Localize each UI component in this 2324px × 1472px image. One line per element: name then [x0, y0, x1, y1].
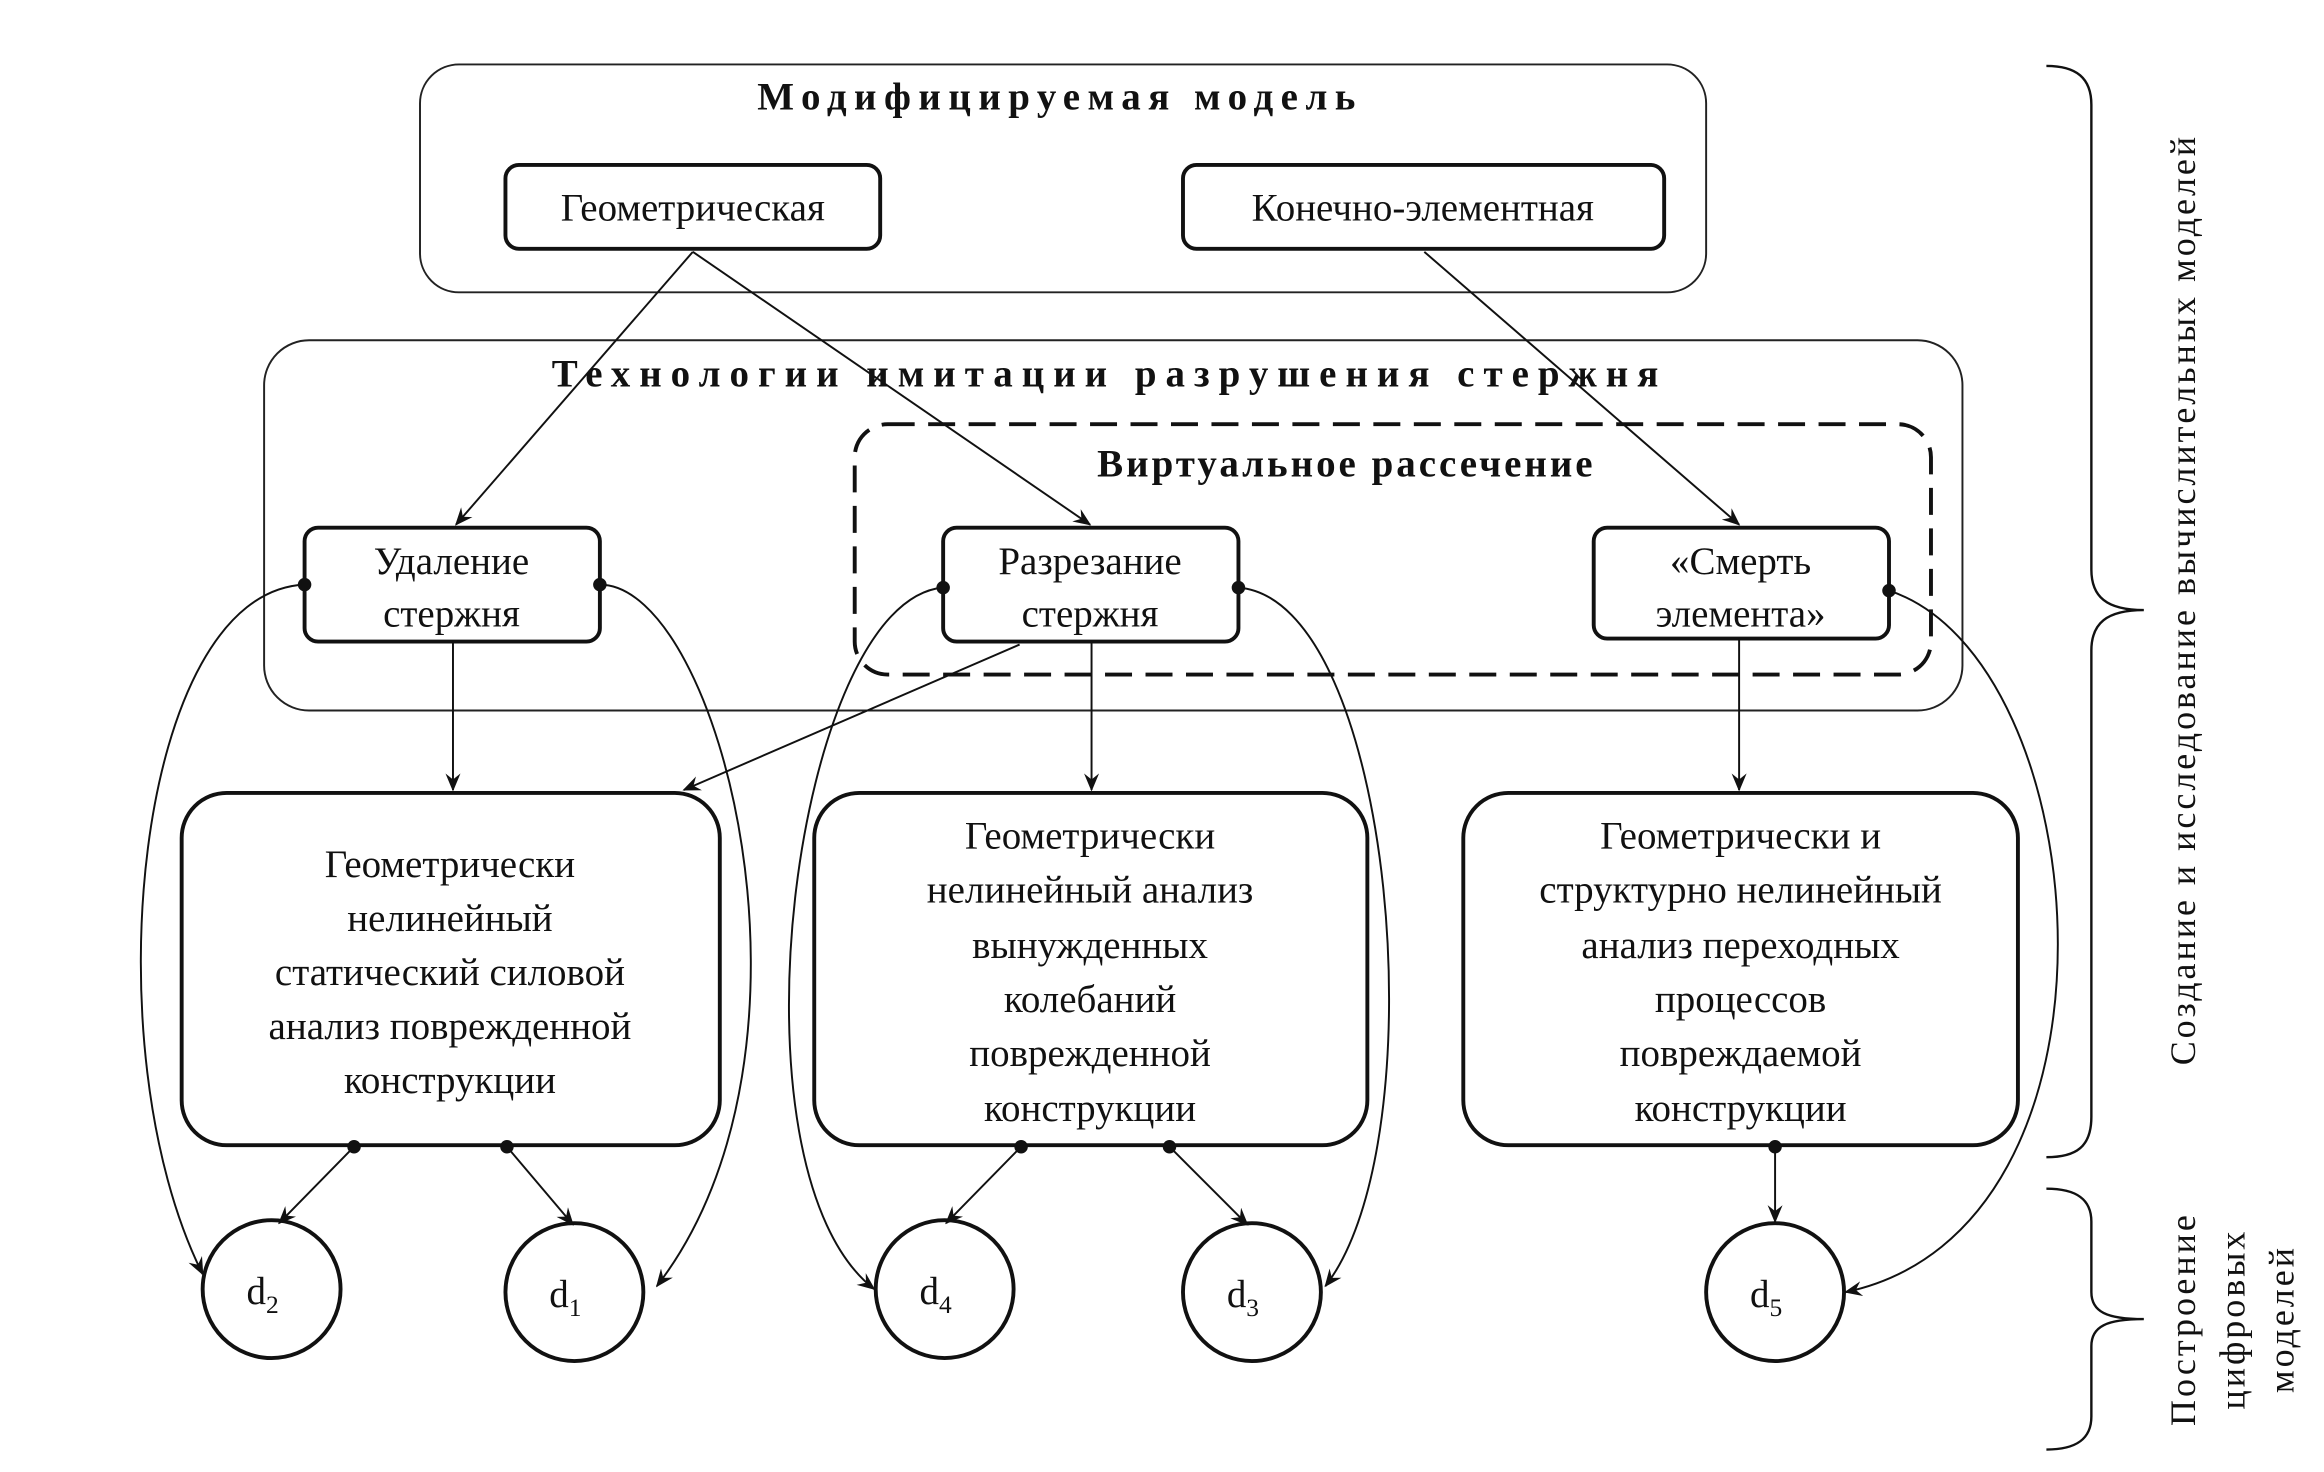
building-label-3: моделей — [2262, 1245, 2302, 1393]
static-analysis-box — [179, 791, 722, 1148]
arrow-static-to-d1 — [506, 1146, 574, 1226]
d-subscript: 5 — [1769, 1293, 1782, 1322]
curve-death-to-d5 — [1844, 589, 2059, 1297]
analysis-line: нелинейный анализ — [927, 868, 1254, 911]
analysis-line: структурно нелинейный — [1539, 868, 1942, 911]
element-death-box — [1591, 525, 1891, 641]
analysis-line: поврежденной — [969, 1032, 1211, 1075]
analysis-line: конструкции — [984, 1087, 1196, 1130]
curve-cutting-to-d3 — [1238, 586, 1390, 1288]
svg-text:d4: d4 — [920, 1270, 952, 1319]
brace-creation — [2046, 64, 2144, 1159]
d-symbol: d — [1750, 1273, 1770, 1316]
d-subscript: 2 — [266, 1290, 279, 1319]
element-death-label-2: элемента» — [1656, 593, 1826, 636]
digital-model-d5: d5 — [1704, 1221, 1846, 1364]
analysis-line: конструкции — [1635, 1087, 1847, 1130]
building-label-2: цифровых — [2212, 1229, 2252, 1410]
transient-analysis-box — [1461, 791, 2020, 1148]
creation-label: Создание и исследование вычислительных м… — [2163, 134, 2203, 1065]
analysis-line: анализ поврежденной — [269, 1005, 632, 1048]
transient-analysis-text: Геометрически и структурно нелинейный ан… — [1539, 814, 1942, 1130]
arrow-vibration-to-d3 — [1168, 1146, 1249, 1226]
analysis-line: вынужденных — [972, 924, 1208, 967]
arrow-vibration-to-d4 — [945, 1146, 1022, 1225]
analysis-line: повреждаемой — [1620, 1032, 1862, 1075]
svg-text:d2: d2 — [247, 1270, 279, 1319]
virtual-cutting-title: Виртуальное рассечение — [1097, 443, 1595, 486]
geometric-model-label: Геометрическая — [561, 186, 825, 229]
geometric-model-box — [503, 162, 883, 251]
curve-cutting-to-d4 — [787, 586, 944, 1291]
analysis-line: Геометрически и — [1600, 814, 1881, 857]
d-subscript: 3 — [1246, 1293, 1259, 1322]
arrow-fe-to-death — [1423, 251, 1741, 526]
cutting-label-2: стержня — [1022, 593, 1159, 636]
analysis-line: конструкции — [344, 1059, 556, 1102]
digital-model-d2: d2 — [200, 1218, 343, 1361]
cutting-label-1: Разрезание — [998, 540, 1181, 583]
d-symbol: d — [549, 1273, 569, 1316]
forced-vibration-analysis-box — [812, 791, 1370, 1148]
analysis-line: Геометрически — [965, 814, 1215, 857]
d-subscript: 1 — [569, 1293, 582, 1322]
digital-model-d1: d1 — [503, 1221, 646, 1364]
modified-model-group — [419, 63, 1708, 294]
arrow-cutting-to-static — [682, 643, 1020, 791]
modified-model-title: Модифицируемая модель — [757, 75, 1363, 118]
analysis-line: процессов — [1655, 978, 1826, 1021]
building-label-1: Построение — [2163, 1212, 2203, 1426]
svg-text:d1: d1 — [549, 1273, 581, 1322]
svg-text:d5: d5 — [1750, 1273, 1782, 1322]
arrow-geometric-to-cutting — [692, 251, 1092, 526]
digital-model-d3: d3 — [1181, 1221, 1323, 1364]
virtual-cutting-group — [852, 422, 1933, 677]
curve-removal-to-d2 — [139, 583, 305, 1276]
analysis-line: анализ переходных — [1581, 924, 1900, 967]
analysis-line: колебаний — [1004, 978, 1176, 1021]
d-symbol: d — [1227, 1273, 1247, 1316]
analysis-line: статический силовой — [275, 951, 625, 994]
d-symbol: d — [247, 1270, 267, 1313]
removal-label-2: стержня — [383, 593, 520, 636]
analysis-line: нелинейный — [347, 897, 552, 940]
d-symbol: d — [920, 1270, 940, 1313]
d-subscript: 4 — [939, 1290, 952, 1319]
finite-element-model-label: Конечно-элементная — [1252, 186, 1594, 229]
digital-model-d4: d4 — [873, 1218, 1016, 1361]
connectors — [139, 251, 2059, 1297]
arrow-static-to-d2 — [278, 1146, 355, 1225]
svg-text:d3: d3 — [1227, 1273, 1259, 1322]
technologies-title: Технологии имитации разрушения стержня — [552, 353, 1668, 396]
technologies-group — [263, 339, 1964, 712]
removal-label-1: Удаление — [374, 540, 529, 583]
arrow-geometric-to-removal — [454, 251, 694, 526]
brace-building — [2046, 1187, 2144, 1451]
element-death-label-1: «Смерть — [1670, 540, 1811, 583]
curve-removal-to-d1 — [599, 583, 752, 1288]
static-analysis-text: Геометрически нелинейный статический сил… — [269, 843, 632, 1102]
forced-vibration-analysis-text: Геометрически нелинейный анализ вынужден… — [927, 814, 1254, 1130]
finite-element-model-box — [1181, 162, 1667, 251]
analysis-line: Геометрически — [325, 843, 575, 886]
